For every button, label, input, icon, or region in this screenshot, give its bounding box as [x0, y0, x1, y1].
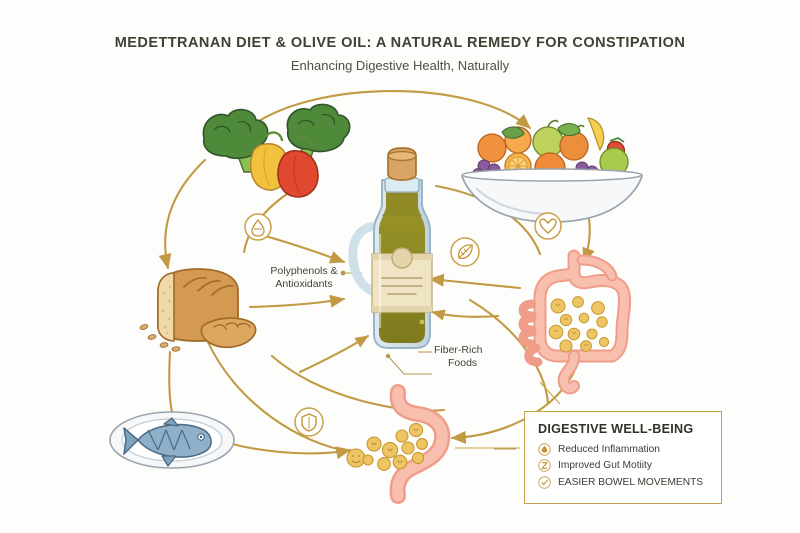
leader-dot [340, 270, 346, 276]
legend-list: Reduced Inflammation Improved Gut Motiit… [538, 443, 709, 489]
fish-plate-illustration [109, 411, 235, 469]
olive-oil-bottle-illustration [348, 147, 433, 349]
bread-illustration [139, 268, 257, 352]
digestive-well-being-legend: DIGESTIVE WELL-BEING Reduced Inflammatio… [524, 411, 722, 505]
legend-item-label: Reduced Inflammation [558, 444, 660, 455]
intestines-illustration [518, 249, 632, 395]
legend-item-label: EASIER BOWEL MOVEMENTS [558, 476, 704, 488]
check-badge-icon [538, 476, 551, 489]
legend-item-reduced-inflammation[interactable]: Reduced Inflammation [538, 443, 709, 456]
legend-item-improved-gut-motility[interactable]: Improved Gut Motiity [538, 459, 709, 473]
droplet-badge-icon [538, 443, 551, 456]
fruit-bowl-illustration [461, 117, 643, 223]
legend-item-label: Improved Gut Motiity [558, 460, 652, 472]
badge-shield [294, 407, 324, 437]
motility-badge-icon [538, 459, 551, 473]
vegetables-illustration [202, 103, 351, 198]
badge-heart [534, 212, 562, 240]
legend-title: DIGESTIVE WELL-BEING [538, 422, 694, 436]
badge-leaf [450, 237, 480, 267]
stomach-illustration [346, 384, 451, 504]
legend-item-easier-bowel-movements[interactable]: EASIER BOWEL MOVEMENTS [538, 476, 709, 489]
badge-droplet [244, 213, 272, 241]
leader-dot-2 [385, 353, 391, 359]
